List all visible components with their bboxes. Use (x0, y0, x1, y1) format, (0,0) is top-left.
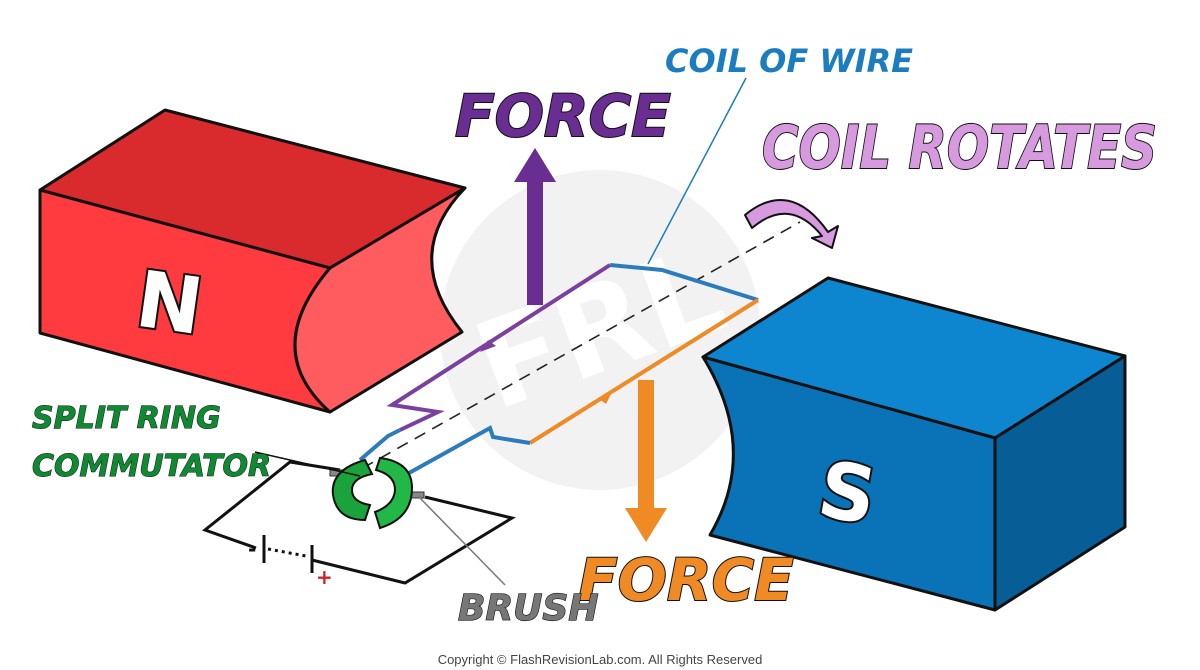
north-magnet: N (38, 108, 467, 414)
north-magnet-side (293, 186, 467, 414)
battery-dotted-cells (267, 547, 307, 558)
battery-positive-sign: + (316, 565, 333, 589)
force-arrow-up (514, 148, 556, 305)
current-arrow-purple (480, 340, 496, 352)
watermark-logo-icon: FRL (440, 170, 760, 490)
commutator-half-left (331, 458, 374, 522)
circuit-wire-bottom (311, 495, 516, 585)
coil-rotates-curved-arrow-icon (744, 199, 839, 249)
split-ring-commutator (329, 456, 425, 530)
commutator-half-right (373, 456, 414, 530)
brush-label: BRUSH (458, 588, 598, 629)
coil-segment-blue-left (358, 428, 401, 462)
brush-label-leader (417, 495, 506, 586)
coil-segment-orange (528, 298, 760, 445)
force-bottom-label: FORCE (578, 546, 794, 614)
force-arrow-down (625, 380, 667, 542)
coil-rotates-label: COIL ROTATES (762, 113, 1157, 183)
south-magnet-side (993, 354, 1127, 612)
north-pole-label: N (131, 255, 208, 353)
rotation-axis (344, 221, 801, 479)
coil-segment-blue-right (399, 425, 531, 480)
coil-segment-blue-top (609, 263, 759, 302)
south-magnet: S (701, 276, 1127, 612)
coil-of-wire-label: COIL OF WIRE (665, 42, 913, 80)
battery-negative-sign: - (248, 537, 256, 561)
south-magnet-front (701, 355, 997, 612)
split-ring-label-line2: COMMUTATOR (32, 449, 271, 484)
split-ring-label-line1: SPLIT RING (32, 401, 221, 436)
coil-label-leader (647, 77, 747, 265)
force-top-label: FORCE (455, 82, 671, 150)
commutator-label-leader (254, 451, 361, 477)
coil-of-wire (358, 263, 760, 480)
current-arrow-orange (598, 392, 612, 404)
copyright-text: Copyright © FlashRevisionLab.com. All Ri… (438, 652, 763, 667)
coil-segment-purple (386, 263, 612, 432)
